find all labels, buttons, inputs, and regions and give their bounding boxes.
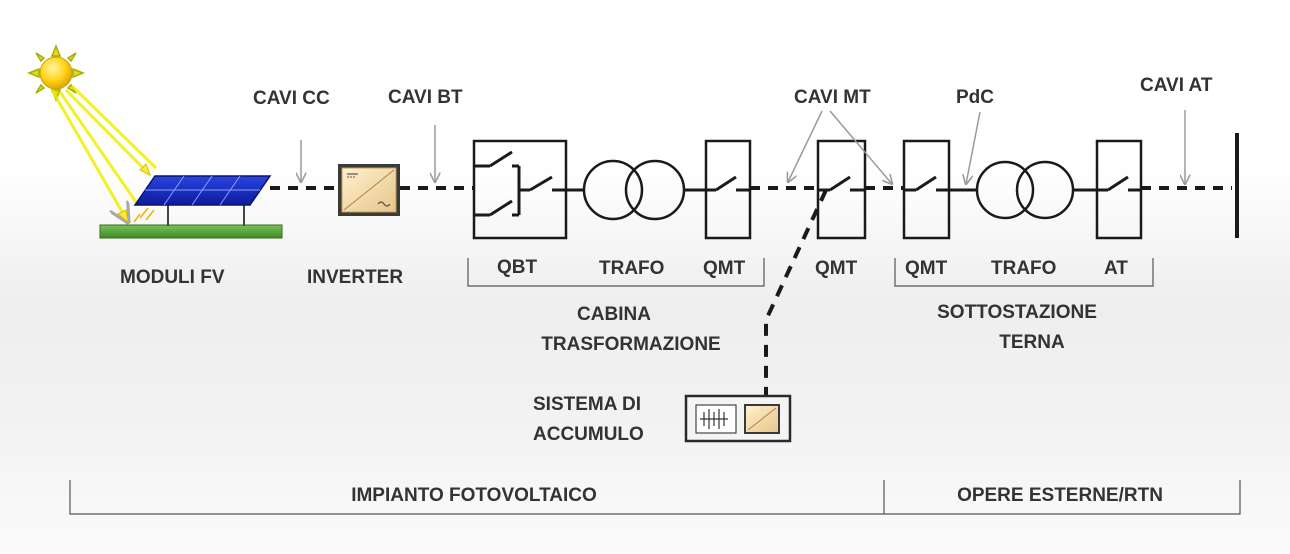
sun-ray-tips (117, 163, 151, 224)
impianto-bracket (69, 480, 885, 515)
label-cavi-cc: CAVI CC (253, 88, 330, 109)
qmt-2-switch (816, 139, 867, 240)
label-pdc: PdC (956, 87, 994, 108)
qmt-1-switch (704, 139, 752, 240)
label-impianto: IMPIANTO FOTOVOLTAICO (351, 485, 597, 506)
qbt-switchboard (472, 139, 568, 240)
pv-modules-icon (99, 175, 283, 239)
label-cavi-bt: CAVI BT (388, 87, 463, 108)
label-qbt: QBT (497, 257, 538, 278)
inverter-icon (338, 164, 400, 216)
label-sistema-line2: ACCUMULO (533, 424, 644, 445)
label-cabina-line1: CABINA (577, 304, 651, 325)
opere-bracket (884, 480, 1241, 515)
at-switch (1095, 139, 1143, 240)
label-cabina-line2: TRASFORMAZIONE (541, 334, 720, 355)
label-trafo-2: TRAFO (991, 258, 1056, 279)
sun-icon (26, 43, 86, 103)
label-cavi-at: CAVI AT (1140, 75, 1213, 96)
transformer-2-icon (975, 160, 1075, 220)
label-qmt-1: QMT (703, 258, 746, 279)
cabina-bracket (467, 258, 765, 287)
sottostazione-bracket (894, 258, 1154, 287)
transformer-1-icon (582, 159, 686, 221)
label-qmt-3: QMT (905, 258, 948, 279)
storage-system-icon (684, 394, 792, 443)
label-sottostazione-line2: TERNA (999, 332, 1065, 353)
label-at: AT (1104, 258, 1128, 279)
label-cavi-mt: CAVI MT (794, 87, 871, 108)
label-moduli-fv: MODULI FV (120, 267, 225, 288)
sun-rays (50, 84, 158, 222)
label-qmt-2: QMT (815, 258, 858, 279)
qmt-3-switch (902, 139, 951, 240)
storage-branch-line (764, 189, 828, 396)
label-opere: OPERE ESTERNE/RTN (957, 485, 1163, 506)
label-trafo-1: TRAFO (599, 258, 664, 279)
label-inverter: INVERTER (307, 267, 403, 288)
label-pointer-arrows (301, 110, 1185, 184)
label-sottostazione-line1: SOTTOSTAZIONE (937, 302, 1097, 323)
label-sistema-line1: SISTEMA DI (533, 394, 641, 415)
